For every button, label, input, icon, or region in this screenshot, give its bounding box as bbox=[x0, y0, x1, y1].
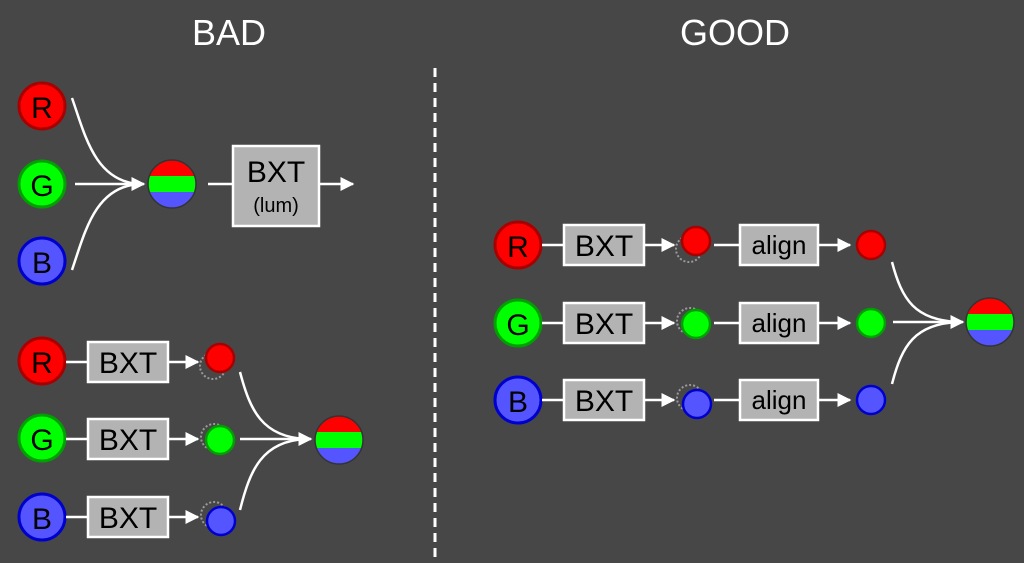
bxt-box bbox=[86, 340, 170, 384]
bxt-lum-box bbox=[231, 144, 321, 228]
merge-curve-red bbox=[890, 261, 959, 324]
bxt-box bbox=[562, 301, 646, 345]
blue-channel-node bbox=[17, 492, 67, 542]
blue-bxt-result-dot bbox=[681, 388, 713, 420]
green-result-dot bbox=[204, 424, 236, 456]
bad-bottom-flow: R BXT G BXT B BXT bbox=[17, 336, 364, 542]
green-channel-label: G bbox=[506, 309, 529, 342]
bad-heading: BAD bbox=[192, 12, 266, 53]
green-channel-label: G bbox=[30, 170, 53, 203]
align-label: align bbox=[752, 385, 807, 415]
align-box bbox=[738, 223, 820, 267]
blue-aligned-dot bbox=[855, 384, 887, 416]
bxt-label: BXT bbox=[99, 502, 157, 535]
bxt-label: BXT bbox=[575, 308, 633, 341]
align-label: align bbox=[752, 230, 807, 260]
blue-channel-label: B bbox=[32, 503, 52, 536]
merge-curve-red bbox=[70, 97, 141, 186]
bxt-box bbox=[86, 495, 170, 539]
red-result-dot bbox=[204, 342, 236, 374]
red-channel-label: R bbox=[31, 92, 53, 125]
bxt-box bbox=[86, 417, 170, 461]
green-channel-node bbox=[17, 159, 67, 209]
green-aligned-dot bbox=[855, 307, 887, 339]
bxt-label: BXT bbox=[575, 230, 633, 263]
red-channel-label: R bbox=[31, 347, 53, 380]
bxt-label: BXT bbox=[575, 385, 633, 418]
bad-top-flow: R G B BXT (lum) bbox=[17, 81, 355, 286]
align-box bbox=[738, 378, 820, 422]
blue-channel-node bbox=[493, 375, 543, 425]
blue-channel-label: B bbox=[32, 247, 52, 280]
align-label: align bbox=[752, 308, 807, 338]
merge-curve-blue bbox=[238, 437, 307, 511]
red-channel-node bbox=[493, 220, 543, 270]
red-channel-node bbox=[17, 336, 67, 386]
blue-channel-node bbox=[17, 236, 67, 286]
green-bxt-result-dot bbox=[680, 308, 712, 340]
red-channel-node bbox=[17, 81, 67, 131]
align-box bbox=[738, 301, 820, 345]
good-heading: GOOD bbox=[680, 12, 790, 53]
blue-result-dot bbox=[205, 505, 237, 537]
red-bxt-result-dot bbox=[680, 225, 712, 257]
blue-channel-label: B bbox=[508, 386, 528, 419]
bxt-box bbox=[562, 378, 646, 422]
bxt-label: BXT bbox=[99, 347, 157, 380]
merge-curve-blue bbox=[890, 320, 959, 385]
bxt-lum-label: BXT bbox=[247, 156, 305, 189]
merge-curve-red bbox=[238, 371, 307, 441]
red-aligned-dot bbox=[855, 229, 887, 261]
bxt-label: BXT bbox=[99, 424, 157, 457]
good-flow: R BXT align G BXT align B BXT bbox=[493, 220, 1015, 425]
green-channel-label: G bbox=[30, 424, 53, 457]
green-channel-node bbox=[17, 413, 67, 463]
bxt-lum-sublabel: (lum) bbox=[253, 195, 299, 217]
red-channel-label: R bbox=[507, 231, 529, 264]
merge-curve-blue bbox=[70, 182, 141, 271]
bxt-box bbox=[562, 223, 646, 267]
green-channel-node bbox=[493, 298, 543, 348]
